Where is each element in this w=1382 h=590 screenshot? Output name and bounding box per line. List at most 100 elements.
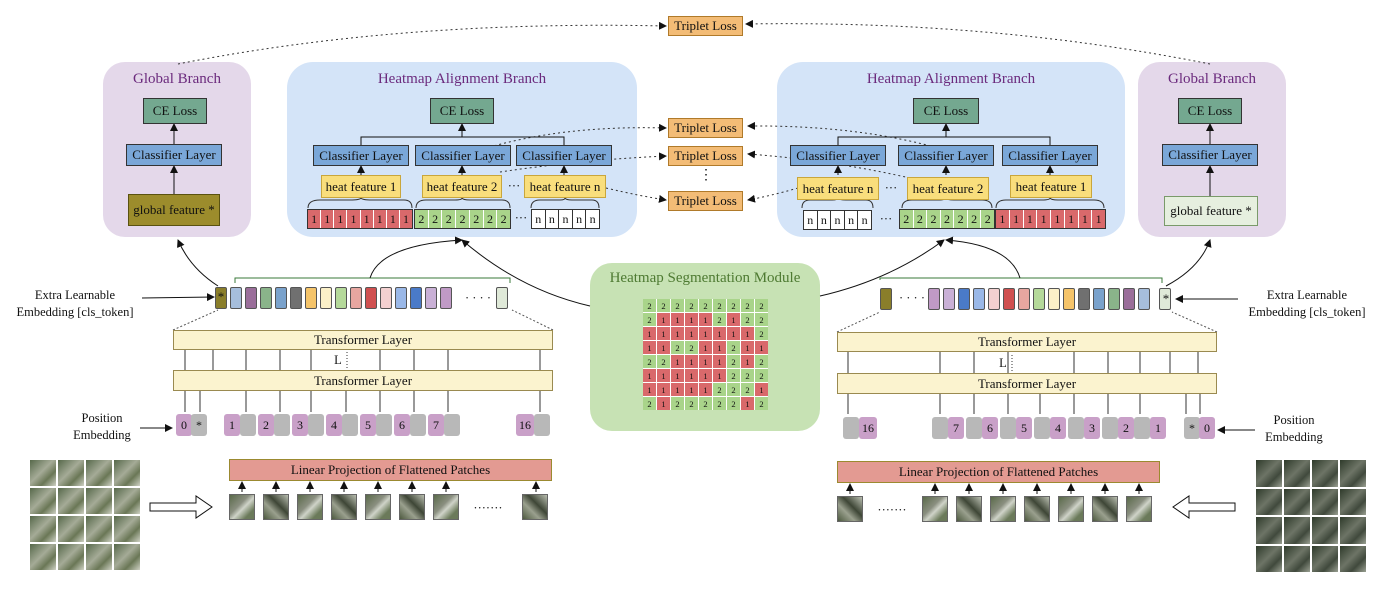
seg-cell: 2 [643, 313, 656, 326]
seg-cell: 1 [643, 341, 656, 354]
seg-cell: 1 [657, 369, 670, 382]
left-patch-5 [365, 494, 391, 520]
seg-cell: 2 [643, 299, 656, 312]
right-pos-1: 1 [1150, 417, 1166, 439]
left-pos-3: 3 [292, 414, 308, 436]
right-pos-6: 6 [982, 417, 998, 439]
right-pos-5b [1000, 417, 1016, 439]
left-token [290, 287, 302, 309]
left-token-dots: · · · · [464, 291, 492, 305]
right-token [1093, 288, 1105, 310]
seg-cell: 1 [741, 397, 754, 410]
seg-cell: 1 [713, 369, 726, 382]
right-token [988, 288, 1000, 310]
right-global-classifier: Classifier Layer [1162, 144, 1258, 166]
seg-cell: 2 [755, 327, 768, 340]
left-patch-1 [229, 494, 255, 520]
left-token [230, 287, 242, 309]
left-pos-2b [274, 414, 290, 436]
seg-cell: 1 [685, 313, 698, 326]
left-global-feature: global feature * [128, 194, 220, 226]
seg-cell: 1 [671, 327, 684, 340]
left-token-star: * [217, 289, 225, 304]
right-pos-7b [932, 417, 948, 439]
seg-cell: 1 [685, 383, 698, 396]
left-pos-16b [534, 414, 550, 436]
left-patch-4 [331, 494, 357, 520]
left-pos-0: 0 [176, 414, 192, 436]
seg-cell: 2 [713, 397, 726, 410]
right-pos-1b [1134, 417, 1150, 439]
right-heat-classifier-1: Classifier Layer [790, 145, 886, 166]
right-heat-feature-n: heat feature n [797, 177, 879, 200]
seg-cell: 2 [755, 397, 768, 410]
right-token [973, 288, 985, 310]
left-transformer-top: Transformer Layer [173, 330, 553, 350]
left-patch-3 [297, 494, 323, 520]
left-heat-feature-1: heat feature 1 [321, 175, 401, 198]
right-token [943, 288, 955, 310]
left-global-classifier: Classifier Layer [126, 144, 222, 166]
seg-cell: 2 [741, 313, 754, 326]
segmentation-module-title: Heatmap Segmentation Module [609, 270, 801, 286]
seg-cell: 2 [727, 397, 740, 410]
seg-cell: 1 [713, 341, 726, 354]
seg-cell: 1 [755, 341, 768, 354]
left-pos-7b [444, 414, 460, 436]
right-token-star: * [1162, 291, 1170, 306]
seg-cell: 1 [699, 355, 712, 368]
seg-cell: 2 [755, 313, 768, 326]
seg-cell: 1 [671, 383, 684, 396]
right-heatmap-branch-title: Heatmap Alignment Branch [866, 71, 1036, 87]
right-patch-7 [922, 496, 948, 522]
right-pos-2b [1102, 417, 1118, 439]
left-heat-classifier-3: Classifier Layer [516, 145, 612, 166]
seg-cell: 1 [741, 355, 754, 368]
left-token [350, 287, 362, 309]
seg-cell: 2 [657, 355, 670, 368]
left-token [380, 287, 392, 309]
left-global-ce-loss: CE Loss [143, 98, 207, 124]
seg-cell: 1 [643, 383, 656, 396]
right-token [928, 288, 940, 310]
seg-cell: 2 [671, 341, 684, 354]
right-pos-3: 3 [1084, 417, 1100, 439]
seg-cell: 1 [685, 369, 698, 382]
right-token [880, 288, 892, 310]
right-transformer-top: Transformer Layer [837, 332, 1217, 352]
left-token [245, 287, 257, 309]
left-pos-7: 7 [428, 414, 444, 436]
left-pos-16: 16 [516, 414, 534, 436]
right-heat-classifier-2: Classifier Layer [898, 145, 994, 166]
left-token [215, 287, 227, 309]
right-pos-16: 16 [859, 417, 877, 439]
right-token [1138, 288, 1150, 310]
left-heat-ellipsis: ··· [507, 179, 521, 193]
seg-cell: 2 [727, 369, 740, 382]
right-patch-6 [956, 496, 982, 522]
left-token [260, 287, 272, 309]
right-global-ce-loss: CE Loss [1178, 98, 1242, 124]
right-token [1033, 288, 1045, 310]
right-pos-0: 0 [1199, 417, 1215, 439]
triplet-loss-top: Triplet Loss [668, 16, 743, 36]
right-pos-4b [1034, 417, 1050, 439]
right-token [1159, 288, 1171, 310]
seg-cell: 1 [685, 327, 698, 340]
right-input-image [1256, 460, 1366, 572]
left-patch-6 [399, 494, 425, 520]
left-extra-embedding-label: Extra Learnable Embedding [cls_token] [16, 288, 134, 319]
right-token [1063, 288, 1075, 310]
triplet-loss-2: Triplet Loss [668, 146, 743, 166]
right-transformer-bottom: Transformer Layer [837, 373, 1217, 394]
left-patch-7 [433, 494, 459, 520]
left-patch-dots: ······· [473, 501, 503, 515]
right-token-dots: · · · · [898, 291, 926, 305]
right-patch-4 [1024, 496, 1050, 522]
left-heat-classifier-1: Classifier Layer [313, 145, 409, 166]
right-pos-star: * [1184, 417, 1200, 439]
left-token [440, 287, 452, 309]
seg-cell: 1 [699, 369, 712, 382]
right-heat-feature-2: heat feature 2 [907, 177, 989, 200]
